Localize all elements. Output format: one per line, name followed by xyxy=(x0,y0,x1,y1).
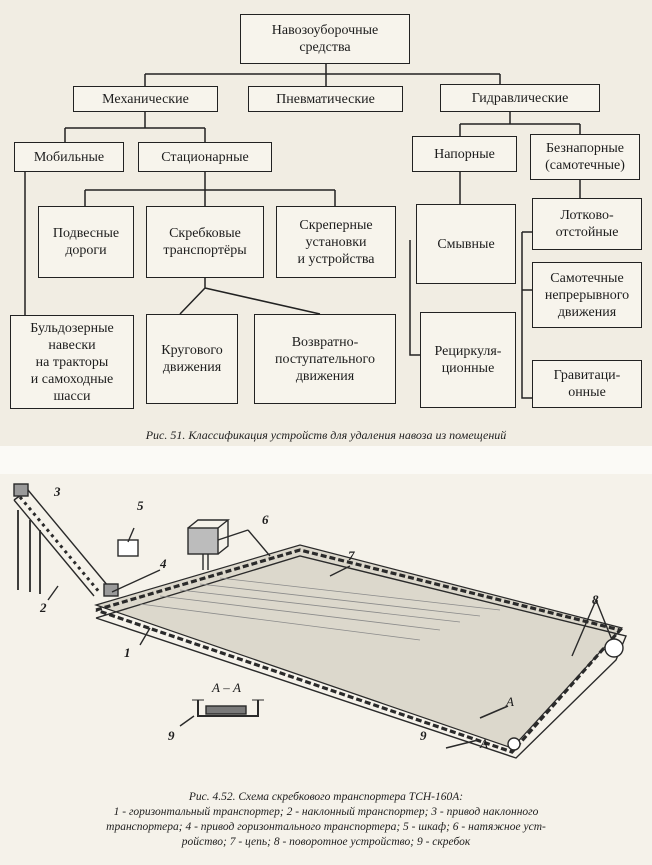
diagram-connectors xyxy=(24,64,581,399)
figure-452-caption: Рис. 4.52. Схема скребкового транспортер… xyxy=(4,790,648,850)
trough-box: Лотково- отстойные xyxy=(532,198,642,250)
bulldozer-box: Бульдозерные навески на тракторы и самох… xyxy=(10,315,134,409)
recirculating-box: Рециркуля- ционные xyxy=(420,312,516,408)
mechanical-box: Механические xyxy=(73,86,218,112)
caption-title: Рис. 4.52. Схема скребкового транспортер… xyxy=(188,791,464,803)
caption-line-2: 1 - горизонтальный транспортер; 2 - накл… xyxy=(113,806,539,818)
circular-box: Кругового движения xyxy=(146,314,238,404)
label-9: 9 xyxy=(420,728,427,743)
hydraulic-box: Гидравлические xyxy=(440,84,600,112)
non-pressure-box: Безнапорные (самотечные) xyxy=(530,134,640,180)
label-6: 6 xyxy=(262,512,269,527)
label-8: 8 xyxy=(592,592,599,607)
label-5: 5 xyxy=(137,498,144,513)
section-label: А – А xyxy=(212,680,241,695)
section-arrow-label-bottom: А xyxy=(480,736,488,751)
label-2: 2 xyxy=(40,600,47,615)
root-box: Навозоуборочные средства xyxy=(240,14,410,64)
label-1: 1 xyxy=(124,645,131,660)
label-3: 3 xyxy=(54,484,61,499)
label-9-section: 9 xyxy=(168,728,175,743)
stationary-box: Стационарные xyxy=(138,142,272,172)
reciprocating-box: Возвратно- поступательного движения xyxy=(254,314,396,404)
label-4: 4 xyxy=(160,556,167,571)
suspended-box: Подвесные дороги xyxy=(38,206,134,278)
scraper-units-box: Скреперные установки и устройства xyxy=(276,206,396,278)
pressure-box: Напорные xyxy=(412,136,517,172)
page-gap xyxy=(0,446,652,474)
flush-box: Смывные xyxy=(416,204,516,284)
caption-line-3: транспортера; 4 - привод горизонтального… xyxy=(106,821,546,833)
figure-51-caption: Рис. 51. Классификация устройств для уда… xyxy=(145,428,507,442)
label-7: 7 xyxy=(348,548,355,563)
continuous-box: Самотечные непрерывного движения xyxy=(532,262,642,328)
mobile-box: Мобильные xyxy=(14,142,124,172)
gravity-box: Гравитаци- онные xyxy=(532,360,642,408)
pneumatic-box: Пневматические xyxy=(248,86,403,112)
section-arrow-label-top: А xyxy=(506,694,514,709)
scraper-box: Скребковые транспортёры xyxy=(146,206,264,278)
caption-line-4: ройство; 7 - цепь; 8 - поворотное устрой… xyxy=(181,836,471,848)
